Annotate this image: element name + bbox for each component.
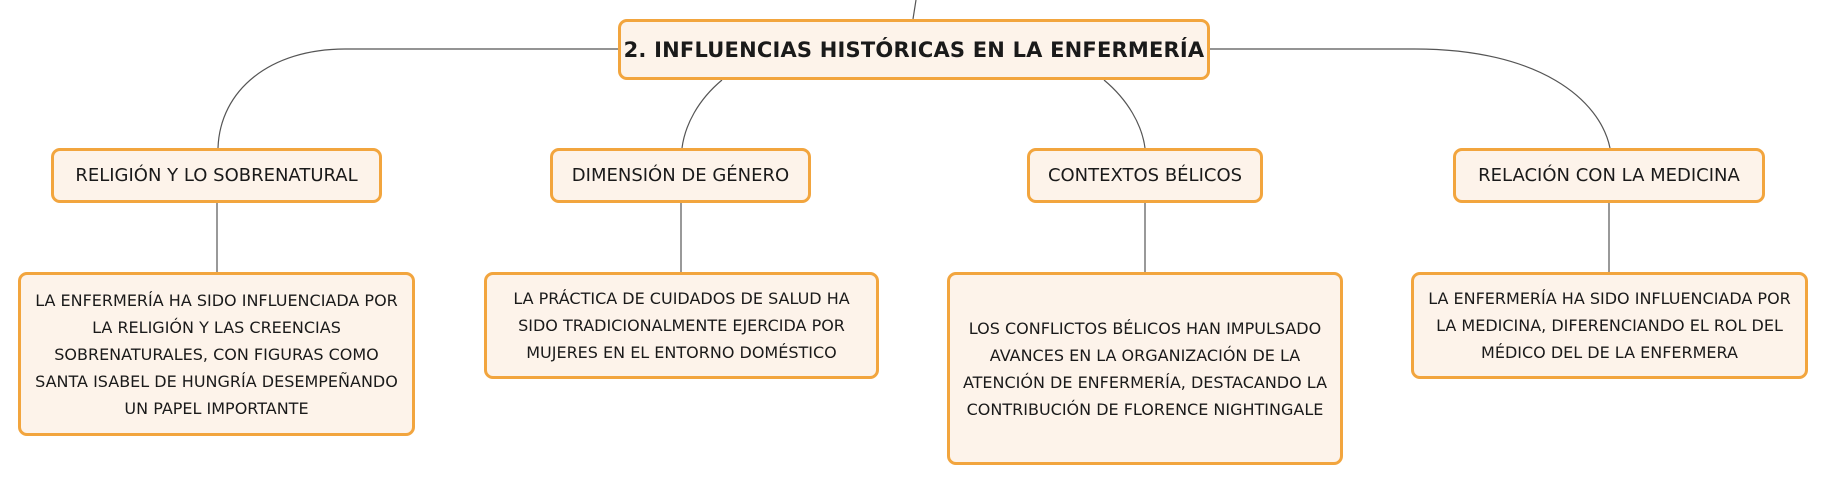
topic-medicina[interactable]: RELACIÓN CON LA MEDICINA [1453, 148, 1765, 203]
desc-genero[interactable]: LA PRÁCTICA DE CUIDADOS DE SALUD HA SIDO… [484, 272, 879, 379]
desc-medicina[interactable]: LA ENFERMERÍA HA SIDO INFLUENCIADA POR L… [1411, 272, 1808, 379]
topic-genero-label: DIMENSIÓN DE GÉNERO [571, 165, 790, 186]
topic-belicos-label: CONTEXTOS BÉLICOS [1047, 165, 1243, 186]
desc-belicos-text: LOS CONFLICTOS BÉLICOS HAN IMPULSADO AVA… [962, 318, 1328, 419]
topic-religion-label: RELIGIÓN Y LO SOBRENATURAL [75, 165, 358, 186]
root-title: 2. INFLUENCIAS HISTÓRICAS EN LA ENFERMER… [623, 37, 1205, 62]
topic-belicos[interactable]: CONTEXTOS BÉLICOS [1027, 148, 1263, 203]
connector-root-to-religion [217, 48, 618, 149]
desc-genero-text: LA PRÁCTICA DE CUIDADOS DE SALUD HA SIDO… [513, 289, 850, 362]
desc-belicos[interactable]: LOS CONFLICTOS BÉLICOS HAN IMPULSADO AVA… [947, 272, 1343, 465]
desc-religion-text: LA ENFERMERÍA HA SIDO INFLUENCIADA POR L… [35, 290, 398, 418]
connector-root-to-genero [681, 79, 723, 149]
desc-religion[interactable]: LA ENFERMERÍA HA SIDO INFLUENCIADA POR L… [18, 272, 415, 436]
desc-medicina-text: LA ENFERMERÍA HA SIDO INFLUENCIADA POR L… [1428, 289, 1791, 362]
root-node[interactable]: 2. INFLUENCIAS HISTÓRICAS EN LA ENFERMER… [618, 19, 1210, 80]
connector-root-to-medicina [1210, 48, 1611, 149]
topic-religion[interactable]: RELIGIÓN Y LO SOBRENATURAL [51, 148, 382, 203]
connector-root-to-belicos [1103, 79, 1146, 149]
connector-from-parent [912, 0, 917, 20]
topic-medicina-label: RELACIÓN CON LA MEDICINA [1478, 165, 1740, 186]
topic-genero[interactable]: DIMENSIÓN DE GÉNERO [550, 148, 811, 203]
